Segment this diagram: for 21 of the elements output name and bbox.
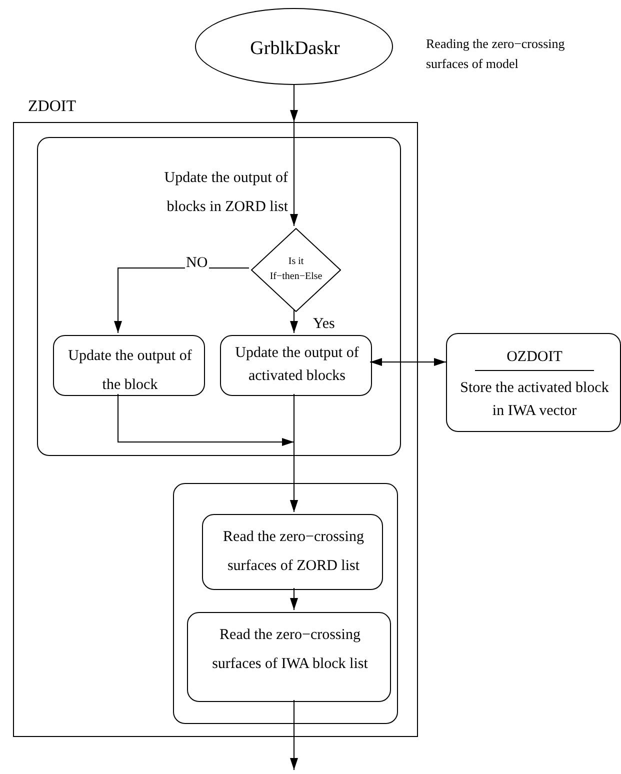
group-box (173, 483, 398, 724)
node-label: Is it If−then−Else (268, 255, 324, 284)
annotation-text: Reading the zero−crossing surfaces of model (426, 35, 566, 72)
node-label: Read the zero−crossing surfaces of IWA block list (211, 626, 369, 674)
process-box (53, 335, 205, 396)
box-heading: OZDOIT (475, 346, 594, 372)
process-box (220, 335, 372, 396)
decision-diamond (251, 228, 341, 312)
node-label: Update the output of blocks in ZORD list (163, 169, 288, 216)
start-ellipse (195, 8, 393, 85)
node-label: Update the output of activated blocks (234, 344, 360, 386)
process-box (202, 514, 383, 590)
node-label: Store the activated block in IWA vector (459, 379, 610, 420)
node-label: Read the zero−crossing surfaces of ZORD list (222, 528, 365, 576)
edge-label: NO (185, 255, 209, 272)
process-box (446, 333, 621, 432)
node-label: GrblkDaskr (249, 37, 341, 61)
process-box (37, 137, 401, 456)
group-title: ZDOIT (28, 97, 77, 117)
process-box (187, 612, 391, 702)
node-label: Update the output of the block (67, 347, 193, 394)
